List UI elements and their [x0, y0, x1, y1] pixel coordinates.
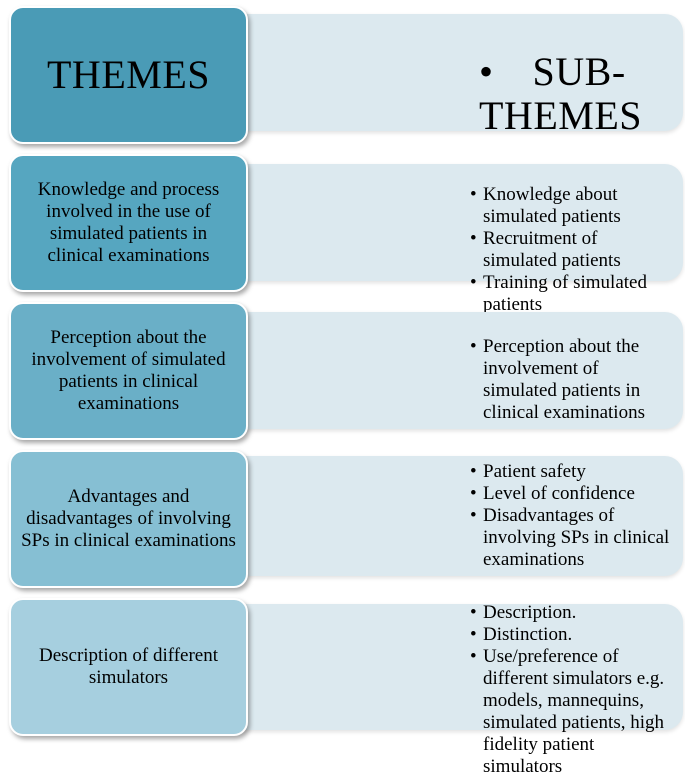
subthemes-panel-1: •Knowledge about simulated patients •Rec…: [196, 164, 683, 315]
subtheme-item: •Recruitment of simulated patients: [470, 228, 621, 271]
themes-header: THEMES: [9, 6, 248, 144]
theme-label-1: Knowledge and process involved in the us…: [37, 179, 220, 266]
subthemes-panel-2: •Perception about the involvement of sim…: [196, 312, 683, 429]
theme-row-1: •Knowledge about simulated patients •Rec…: [0, 150, 685, 315]
subthemes-header-label: SUB-THEMES: [479, 49, 642, 138]
theme-row-4: •Description. •Distinction. •Use/prefere…: [0, 594, 685, 777]
theme-box-2: Perception about the involvement of simu…: [9, 302, 248, 440]
header-bullet: •: [479, 49, 494, 94]
subtheme-item: •Description.: [470, 602, 577, 623]
header-row: • SUB-THEMES THEMES: [0, 0, 685, 150]
subtheme-item: •Knowledge about simulated patients: [470, 184, 621, 227]
subthemes-header-panel: • SUB-THEMES: [196, 14, 683, 138]
subthemes-header: • SUB-THEMES: [479, 50, 683, 138]
theme-box-4: Description of different simulators: [9, 598, 248, 736]
subtheme-list-3: •Patient safety •Level of confidence •Di…: [470, 461, 673, 571]
subtheme-list-1: •Knowledge about simulated patients •Rec…: [470, 184, 673, 316]
theme-label-2: Perception about the involvement of simu…: [31, 327, 226, 414]
subtheme-item: •Training of simulated patients: [470, 272, 647, 315]
subtheme-list-2: •Perception about the involvement of sim…: [470, 336, 673, 424]
subtheme-item: •Use/preference of different simulators …: [470, 646, 665, 777]
theme-label-4: Description of different simulators: [38, 645, 219, 688]
subtheme-item: •Distinction.: [470, 624, 573, 645]
theme-label-3: Advantages and disadvantages of involvin…: [21, 486, 236, 551]
theme-row-3: •Patient safety •Level of confidence •Di…: [0, 446, 685, 594]
themes-header-label: THEMES: [47, 52, 210, 97]
subthemes-panel-4: •Description. •Distinction. •Use/prefere…: [196, 602, 683, 777]
subthemes-panel-3: •Patient safety •Level of confidence •Di…: [196, 456, 683, 576]
theme-box-1: Knowledge and process involved in the us…: [9, 154, 248, 292]
subtheme-list-4: •Description. •Distinction. •Use/prefere…: [470, 602, 673, 778]
theme-box-3: Advantages and disadvantages of involvin…: [9, 450, 248, 588]
subtheme-item: •Perception about the involvement of sim…: [470, 336, 645, 423]
theme-row-2: •Perception about the involvement of sim…: [0, 298, 685, 446]
subtheme-item: •Level of confidence: [470, 483, 635, 504]
subtheme-item: •Disadvantages of involving SPs in clini…: [470, 505, 670, 570]
subtheme-item: •Patient safety: [470, 461, 586, 482]
